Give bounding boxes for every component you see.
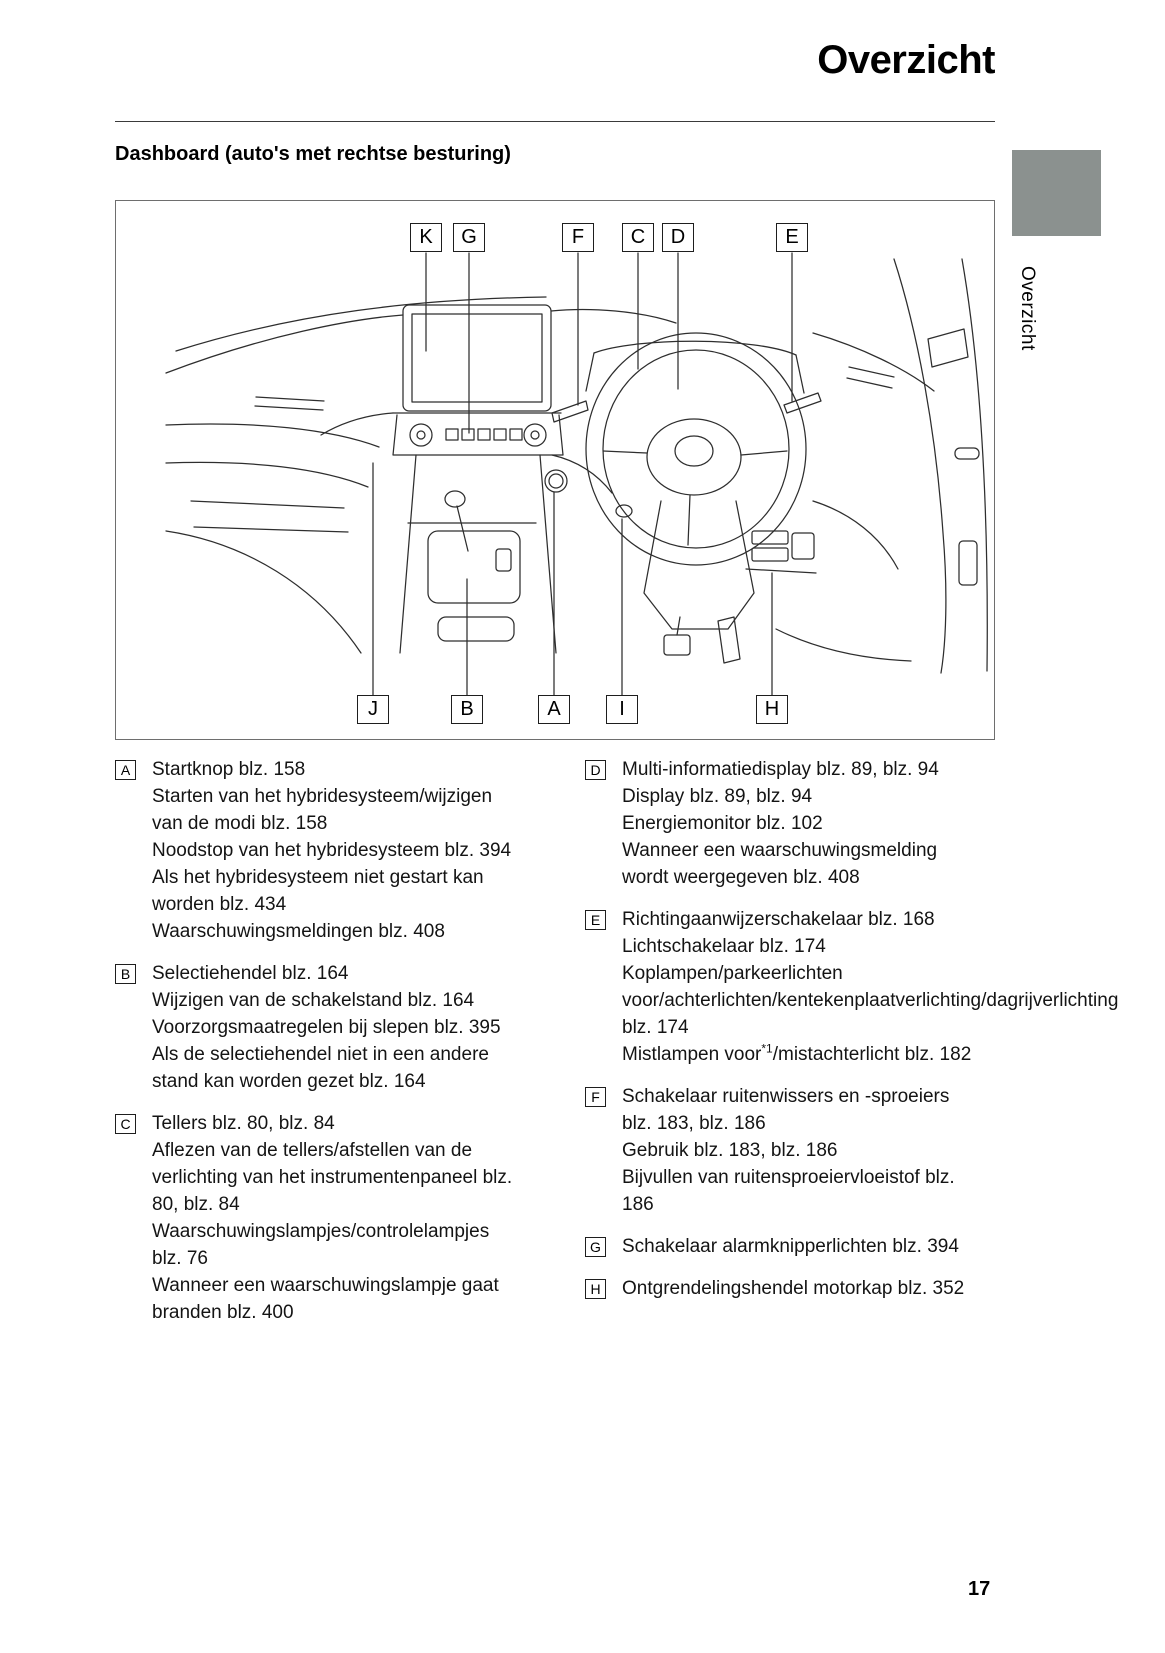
legend-entry: Aflezen van de tellers/afstellen van de …	[152, 1140, 513, 1215]
legend-entry: Wanneer een waarschuwingsmelding wordt w…	[622, 840, 938, 888]
legend-title: Multi-informatiedisplay blz. 89, blz. 94	[622, 759, 939, 780]
diagram-callout-C: C	[622, 223, 654, 252]
legend-item-G: G Schakelaar alarmknipperlichten blz. 394	[585, 1233, 977, 1260]
legend-item-F: F Schakelaar ruitenwissers en -sproeiers …	[585, 1083, 977, 1218]
page-title: Overzicht	[817, 38, 995, 82]
diagram-callout-E: E	[776, 223, 808, 252]
diagram-callout-D: D	[662, 223, 694, 252]
legend-entry: Mistlampen voor*1/mistachterlicht blz. 1…	[622, 1041, 972, 1065]
legend-entry: Wanneer een waarschuwingslampje gaat bra…	[152, 1275, 499, 1323]
control-stalks	[551, 392, 822, 423]
section-tab	[1012, 150, 1101, 236]
legend-key-G: G	[585, 1237, 606, 1257]
diagram-callout-K: K	[410, 223, 442, 252]
leader-lines	[372, 252, 793, 696]
dashboard-illustration	[165, 252, 988, 696]
legend-title: Selectiehendel blz. 164	[152, 963, 349, 984]
diagram-callout-I: I	[606, 695, 638, 724]
start-button	[544, 469, 568, 493]
legend-entry: Energiemonitor blz. 102	[622, 813, 823, 834]
door-trim	[893, 258, 988, 674]
legend-entry: Bijvullen van ruitensproeiervloeistof bl…	[622, 1167, 955, 1215]
legend-entry: Starten van het hybridesysteem/wijzigen …	[152, 786, 493, 834]
legend-title: Schakelaar alarmknipperlichten blz. 394	[622, 1236, 959, 1257]
diagram-callout-F: F	[562, 223, 594, 252]
legend-key-A: A	[115, 760, 136, 780]
pedals	[643, 500, 755, 664]
legend-title: Ontgrendelingshendel motorkap blz. 352	[622, 1278, 965, 1299]
diagram-callout-A: A	[538, 695, 570, 724]
legend-key-B: B	[115, 964, 136, 984]
legend-entry: Voorzorgsmaatregelen bij slepen blz. 395	[152, 1017, 501, 1038]
legend-item-H: H Ontgrendelingshendel motorkap blz. 352	[585, 1275, 977, 1302]
legend-key-F: F	[585, 1087, 606, 1107]
section-heading: Dashboard (auto's met rechtse besturing)	[115, 143, 511, 165]
diagram-callout-G: G	[453, 223, 485, 252]
legend-entry: Wijzigen van de schakelstand blz. 164	[152, 990, 475, 1011]
instrument-cluster	[585, 340, 805, 394]
lower-column-control	[615, 504, 633, 518]
legend-key-C: C	[115, 1114, 136, 1134]
legend-entry: Lichtschakelaar blz. 174	[622, 936, 826, 957]
climate-controls	[392, 414, 564, 456]
legend-entry: Display blz. 89, blz. 94	[622, 786, 813, 807]
diagram-callout-H: H	[756, 695, 788, 724]
legend-item-D: D Multi-informatiedisplay blz. 89, blz. 9…	[585, 756, 977, 891]
legend-title: Startknop blz. 158	[152, 759, 306, 780]
legend-key-D: D	[585, 760, 606, 780]
diagram-callout-J: J	[357, 695, 389, 724]
dashboard-contours	[165, 296, 935, 662]
legend-title: Richtingaanwijzerschakelaar blz. 168	[622, 909, 935, 930]
steering-wheel	[585, 332, 807, 566]
legend-entry: Waarschuwingslampjes/controlelampjes blz…	[152, 1221, 490, 1269]
legend-entry: Waarschuwingsmeldingen blz. 408	[152, 921, 445, 942]
legend-entry: Als de selectiehendel niet in een andere…	[152, 1044, 489, 1092]
diagram-callout-B: B	[451, 695, 483, 724]
touchscreen-display	[392, 304, 562, 414]
legend-entry: Noodstop van het hybridesysteem blz. 394	[152, 840, 512, 861]
legend-entry: Koplampen/parkeerlichten voor/achterlich…	[622, 963, 1119, 1038]
legend-column-right: D Multi-informatiedisplay blz. 89, blz. 9…	[585, 756, 1119, 1317]
page-number: 17	[968, 1578, 991, 1600]
legend-title: Tellers blz. 80, blz. 84	[152, 1113, 335, 1134]
gear-shifter	[399, 454, 557, 654]
legend-entry: Als het hybridesysteem niet gestart kan …	[152, 867, 484, 915]
legend-key-E: E	[585, 910, 606, 930]
switch-panel	[745, 530, 817, 574]
legend-key-H: H	[585, 1279, 606, 1299]
legend-item-C: C Tellers blz. 80, blz. 84 Aflezen van de …	[115, 1110, 527, 1326]
legend-entry: Gebruik blz. 183, blz. 186	[622, 1140, 838, 1161]
section-tab-label: Overzicht	[1017, 266, 1038, 351]
title-rule	[115, 121, 995, 122]
legend-title: Schakelaar ruitenwissers en -sproeiers b…	[622, 1086, 950, 1134]
